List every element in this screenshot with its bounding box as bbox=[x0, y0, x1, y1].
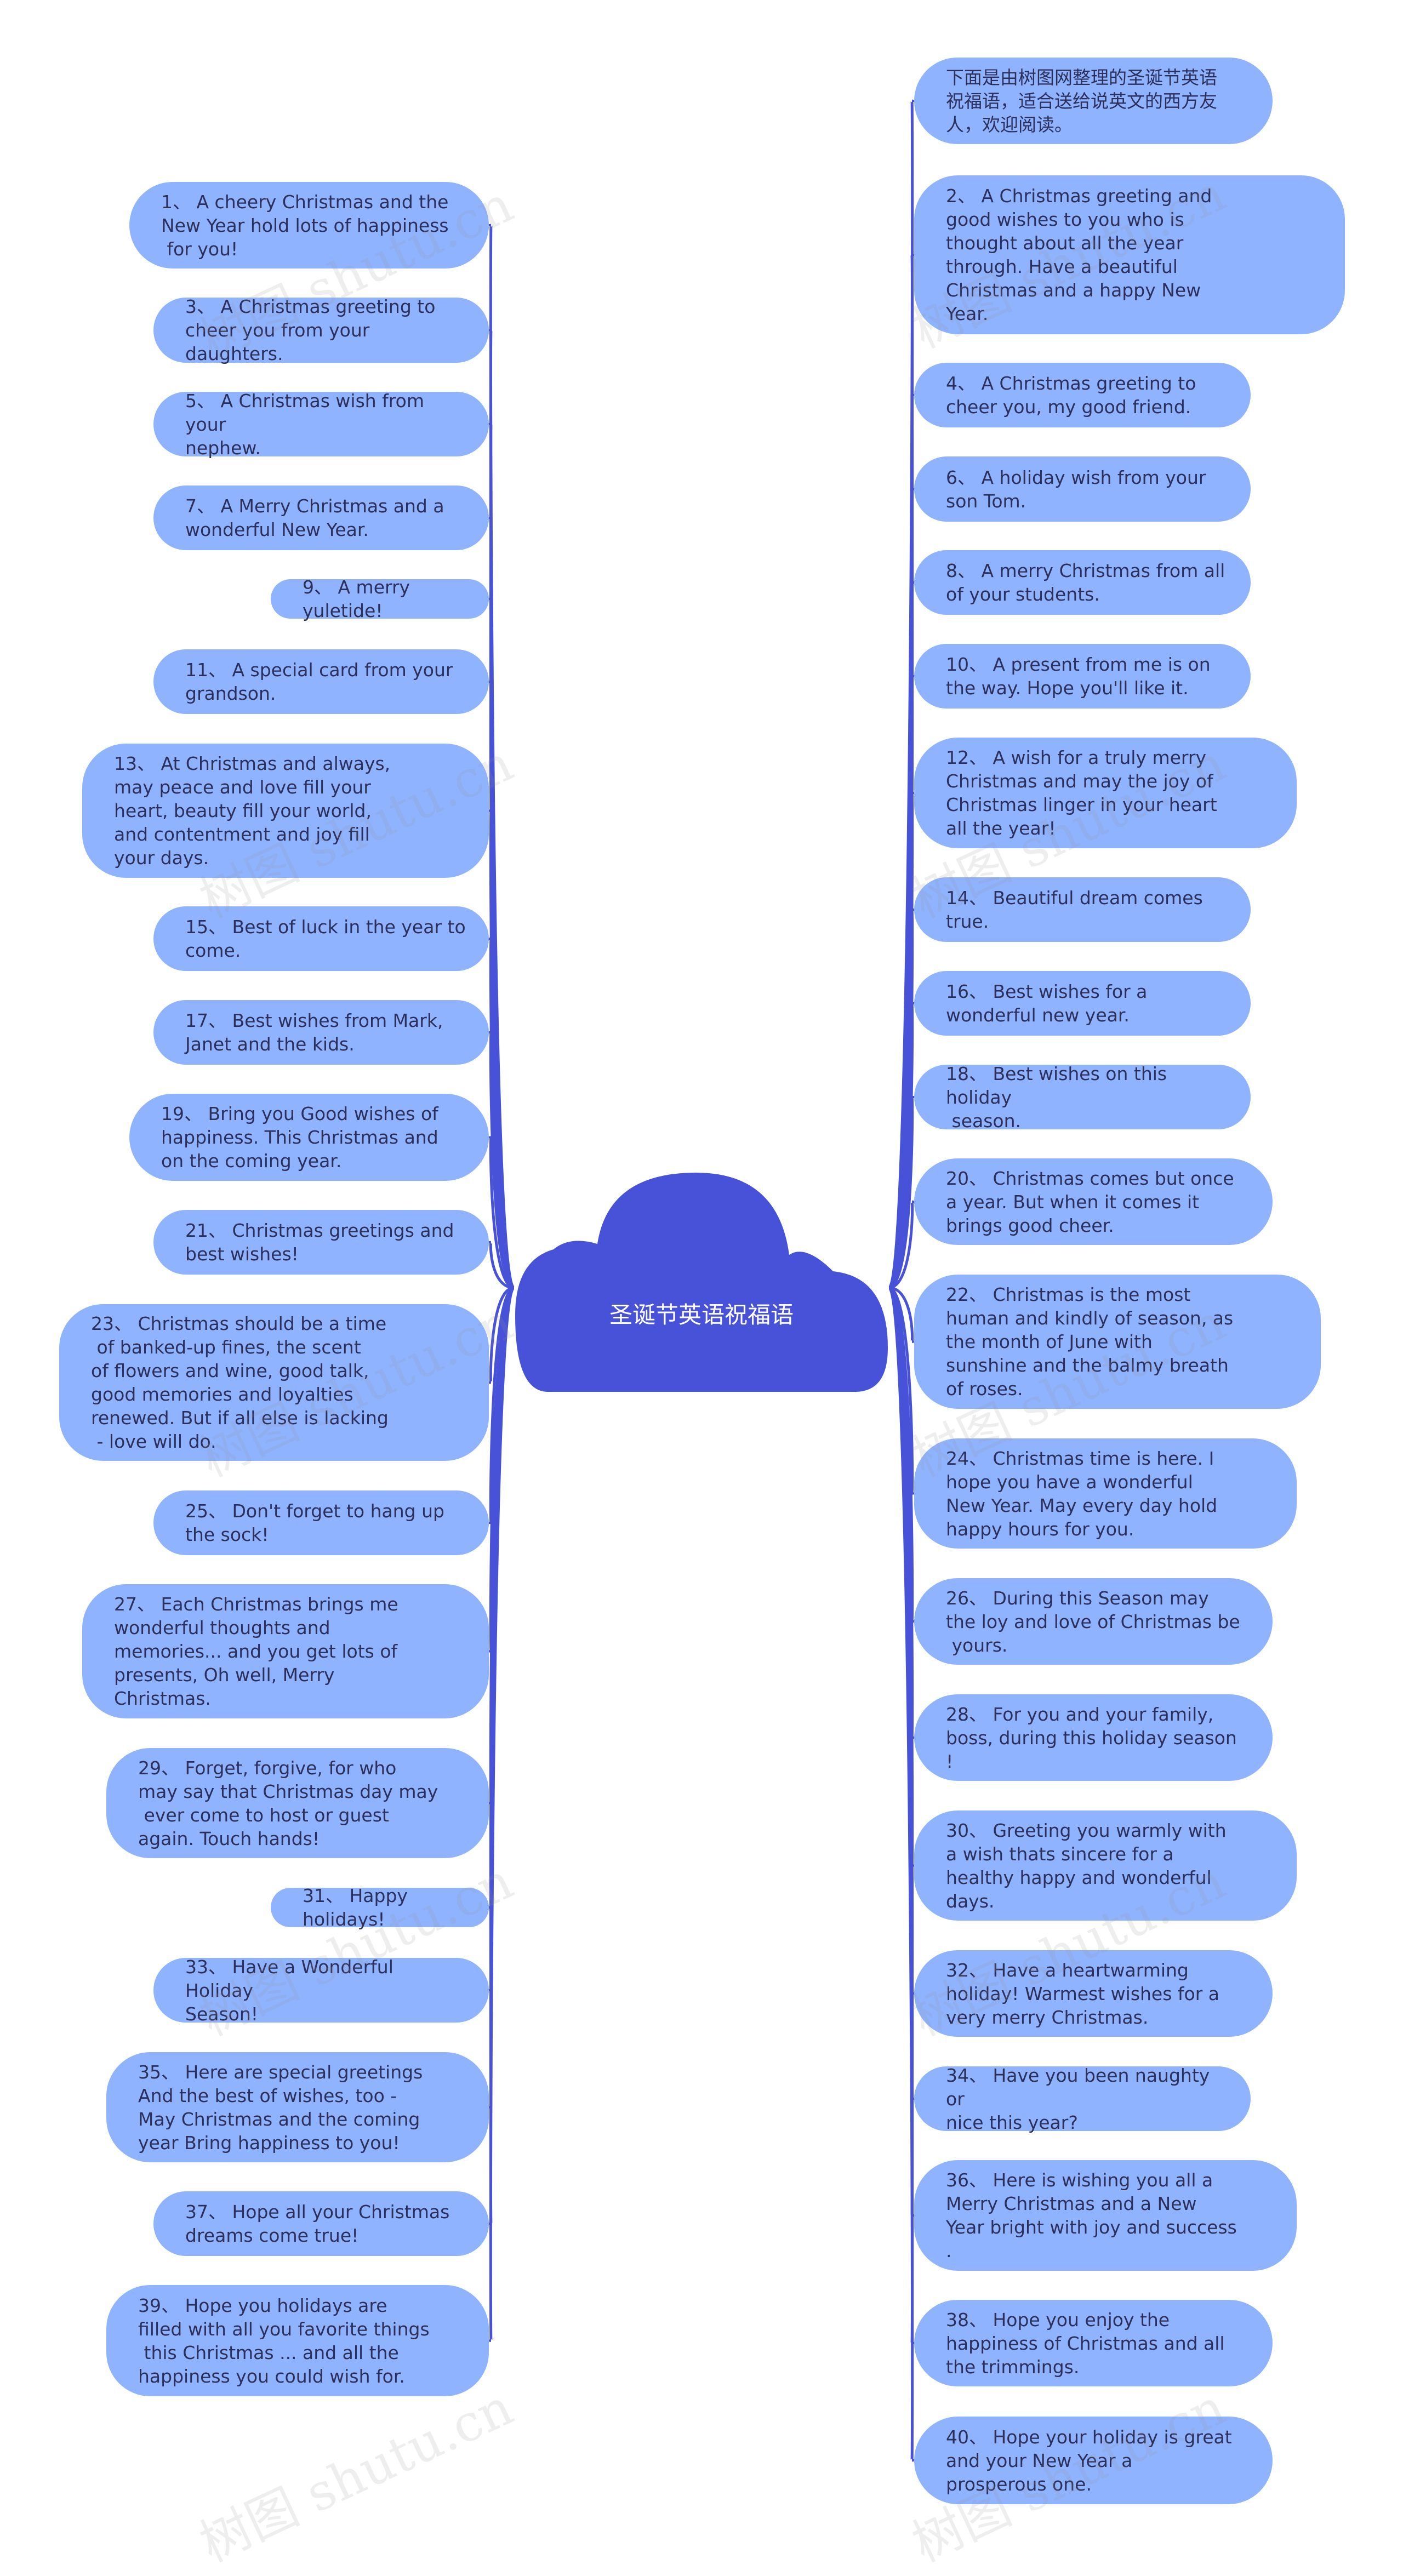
topic-text: 36、 Here is wishing you all a Merry Chri… bbox=[946, 2169, 1237, 2261]
central-topic[interactable]: 圣诞节英语祝福语 bbox=[609, 1301, 794, 1328]
left-topic-node[interactable]: 39、 Hope you holidays are filled with al… bbox=[106, 2285, 489, 2396]
topic-text: 30、 Greeting you warmly with a wish that… bbox=[946, 1819, 1227, 1912]
topic-text: 28、 For you and your family, boss, durin… bbox=[946, 1703, 1237, 1772]
left-topic-node[interactable]: 13、 At Christmas and always, may peace a… bbox=[82, 744, 489, 878]
right-topic-node[interactable]: 下面是由树图网整理的圣诞节英语 祝福语，适合送给说英文的西方友 人，欢迎阅读。 bbox=[914, 58, 1273, 144]
topic-text: 18、 Best wishes on this holiday season. bbox=[946, 1063, 1167, 1132]
right-topic-node[interactable]: 20、 Christmas comes but once a year. But… bbox=[914, 1158, 1273, 1245]
topic-text: 16、 Best wishes for a wonderful new year… bbox=[946, 981, 1148, 1026]
topic-text: 32、 Have a heartwarming holiday! Warmest… bbox=[946, 1959, 1219, 2028]
left-topic-node[interactable]: 29、 Forget, forgive, for who may say tha… bbox=[106, 1748, 489, 1858]
topic-text: 2、 A Christmas greeting and good wishes … bbox=[946, 185, 1212, 324]
left-topic-node[interactable]: 7、 A Merry Christmas and a wonderful New… bbox=[153, 486, 489, 550]
right-topic-node[interactable]: 34、 Have you been naughty or nice this y… bbox=[914, 2064, 1251, 2133]
right-topic-node[interactable]: 30、 Greeting you warmly with a wish that… bbox=[914, 1810, 1297, 1921]
right-topic-node[interactable]: 28、 For you and your family, boss, durin… bbox=[914, 1694, 1273, 1781]
topic-text: 4、 A Christmas greeting to cheer you, my… bbox=[946, 373, 1196, 418]
left-topic-node[interactable]: 21、 Christmas greetings and best wishes! bbox=[153, 1210, 489, 1275]
topic-text: 6、 A holiday wish from your son Tom. bbox=[946, 466, 1206, 512]
right-connector-12 bbox=[888, 1286, 914, 1495]
left-connector-11 bbox=[489, 1286, 515, 1384]
right-topic-node[interactable]: 2、 A Christmas greeting and good wishes … bbox=[914, 175, 1345, 334]
topic-text: 19、 Bring you Good wishes of happiness. … bbox=[161, 1103, 438, 1172]
left-topic-node[interactable]: 27、 Each Christmas brings me wonderful t… bbox=[82, 1584, 489, 1718]
left-connector-10 bbox=[489, 1241, 515, 1289]
right-topic-node[interactable]: 12、 A wish for a truly merry Christmas a… bbox=[914, 738, 1297, 848]
topic-text: 33、 Have a Wonderful Holiday Season! bbox=[185, 1956, 393, 2025]
right-connector-11 bbox=[888, 1286, 914, 1343]
right-connector-20 bbox=[887, 1286, 914, 2462]
topic-text: 9、 A merry yuletide! bbox=[303, 576, 416, 621]
left-topic-node[interactable]: 25、 Don't forget to hang up the sock! bbox=[153, 1490, 489, 1555]
right-connector-10 bbox=[888, 1200, 914, 1289]
topic-text: 24、 Christmas time is here. I hope you h… bbox=[946, 1447, 1218, 1540]
left-topic-node[interactable]: 35、 Here are special greetings And the b… bbox=[106, 2052, 489, 2162]
right-topic-node[interactable]: 22、 Christmas is the most human and kind… bbox=[914, 1275, 1321, 1409]
topic-text: 20、 Christmas comes but once a year. But… bbox=[946, 1167, 1234, 1236]
left-topic-node[interactable]: 31、 Happy holidays! bbox=[271, 1885, 489, 1930]
topic-text: 14、 Beautiful dream comes true. bbox=[946, 887, 1203, 932]
left-topic-node[interactable]: 5、 A Christmas wish from your nephew. bbox=[153, 390, 489, 459]
right-topic-node[interactable]: 4、 A Christmas greeting to cheer you, my… bbox=[914, 363, 1251, 427]
topic-text: 22、 Christmas is the most human and kind… bbox=[946, 1284, 1234, 1400]
topic-text: 17、 Best wishes from Mark, Janet and the… bbox=[185, 1010, 443, 1055]
topic-text: 38、 Hope you enjoy the happiness of Chri… bbox=[946, 2309, 1225, 2378]
topic-text: 40、 Hope your holiday is great and your … bbox=[946, 2426, 1232, 2495]
topic-text: 25、 Don't forget to hang up the sock! bbox=[185, 1500, 444, 1545]
right-topic-node[interactable]: 32、 Have a heartwarming holiday! Warmest… bbox=[914, 1950, 1273, 2037]
topic-text: 15、 Best of luck in the year to come. bbox=[185, 916, 466, 961]
topic-text: 5、 A Christmas wish from your nephew. bbox=[185, 390, 424, 459]
topic-text: 10、 A present from me is on the way. Hop… bbox=[946, 654, 1211, 699]
topic-text: 3、 A Christmas greeting to cheer you fro… bbox=[185, 296, 436, 364]
topic-text: 8、 A merry Christmas from all of your st… bbox=[946, 560, 1225, 605]
right-topic-node[interactable]: 8、 A merry Christmas from all of your st… bbox=[914, 550, 1251, 615]
right-topic-node[interactable]: 40、 Hope your holiday is great and your … bbox=[914, 2417, 1273, 2504]
right-topic-node[interactable]: 10、 A present from me is on the way. Hop… bbox=[914, 644, 1251, 709]
right-topic-node[interactable]: 24、 Christmas time is here. I hope you h… bbox=[914, 1438, 1297, 1549]
topic-text: 35、 Here are special greetings And the b… bbox=[138, 2061, 423, 2154]
left-topic-node[interactable]: 11、 A special card from your grandson. bbox=[153, 649, 489, 714]
topic-text: 1、 A cheery Christmas and the New Year h… bbox=[161, 191, 449, 260]
left-topic-node[interactable]: 33、 Have a Wonderful Holiday Season! bbox=[153, 1956, 489, 2025]
right-topic-node[interactable]: 26、 During this Season may the loy and l… bbox=[914, 1578, 1273, 1665]
right-topic-node[interactable]: 16、 Best wishes for a wonderful new year… bbox=[914, 971, 1251, 1036]
topic-text: 27、 Each Christmas brings me wonderful t… bbox=[114, 1593, 398, 1709]
topic-text: 31、 Happy holidays! bbox=[303, 1885, 414, 1930]
right-topic-node[interactable]: 18、 Best wishes on this holiday season. bbox=[914, 1063, 1251, 1132]
right-topic-node[interactable]: 6、 A holiday wish from your son Tom. bbox=[914, 456, 1251, 522]
left-topic-node[interactable]: 23、 Christmas should be a time of banked… bbox=[59, 1304, 489, 1461]
topic-text: 37、 Hope all your Christmas dreams come … bbox=[185, 2201, 450, 2246]
central-cloud-shape bbox=[515, 1173, 888, 1392]
left-topic-node[interactable]: 9、 A merry yuletide! bbox=[271, 576, 489, 621]
topic-text: 39、 Hope you holidays are filled with al… bbox=[138, 2294, 430, 2387]
left-connector-19 bbox=[489, 1286, 516, 2342]
left-connector-9 bbox=[489, 1136, 515, 1289]
left-connector-6 bbox=[489, 809, 515, 1289]
left-topic-node[interactable]: 37、 Hope all your Christmas dreams come … bbox=[153, 2191, 489, 2256]
topic-text: 7、 A Merry Christmas and a wonderful New… bbox=[185, 495, 444, 540]
right-connector-8 bbox=[888, 1002, 914, 1289]
connector-lines bbox=[483, 99, 920, 2462]
topic-text: 11、 A special card from your grandson. bbox=[185, 659, 453, 704]
topic-text: 26、 During this Season may the loy and l… bbox=[946, 1587, 1240, 1656]
left-topic-node[interactable]: 1、 A cheery Christmas and the New Year h… bbox=[129, 182, 489, 269]
topic-text: 29、 Forget, forgive, for who may say tha… bbox=[138, 1757, 438, 1849]
right-topic-node[interactable]: 14、 Beautiful dream comes true. bbox=[914, 877, 1251, 942]
right-topic-node[interactable]: 36、 Here is wishing you all a Merry Chri… bbox=[914, 2160, 1297, 2271]
topic-text: 34、 Have you been naughty or nice this y… bbox=[946, 2064, 1210, 2133]
left-topic-node[interactable]: 19、 Bring you Good wishes of happiness. … bbox=[129, 1094, 489, 1181]
right-connector-9 bbox=[888, 1095, 914, 1289]
left-connector-8 bbox=[489, 1031, 515, 1289]
topic-text: 下面是由树图网整理的圣诞节英语 祝福语，适合送给说英文的西方友 人，欢迎阅读。 bbox=[946, 66, 1217, 135]
topic-text: 12、 A wish for a truly merry Christmas a… bbox=[946, 747, 1217, 839]
left-topic-node[interactable]: 17、 Best wishes from Mark, Janet and the… bbox=[153, 1000, 489, 1065]
left-topic-node[interactable]: 3、 A Christmas greeting to cheer you fro… bbox=[153, 296, 489, 364]
topic-text: 21、 Christmas greetings and best wishes! bbox=[185, 1220, 454, 1265]
left-topic-node[interactable]: 15、 Best of luck in the year to come. bbox=[153, 906, 489, 971]
topic-text: 13、 At Christmas and always, may peace a… bbox=[114, 753, 391, 869]
right-topic-node[interactable]: 38、 Hope you enjoy the happiness of Chri… bbox=[914, 2300, 1273, 2386]
topic-text: 23、 Christmas should be a time of banked… bbox=[91, 1313, 389, 1452]
